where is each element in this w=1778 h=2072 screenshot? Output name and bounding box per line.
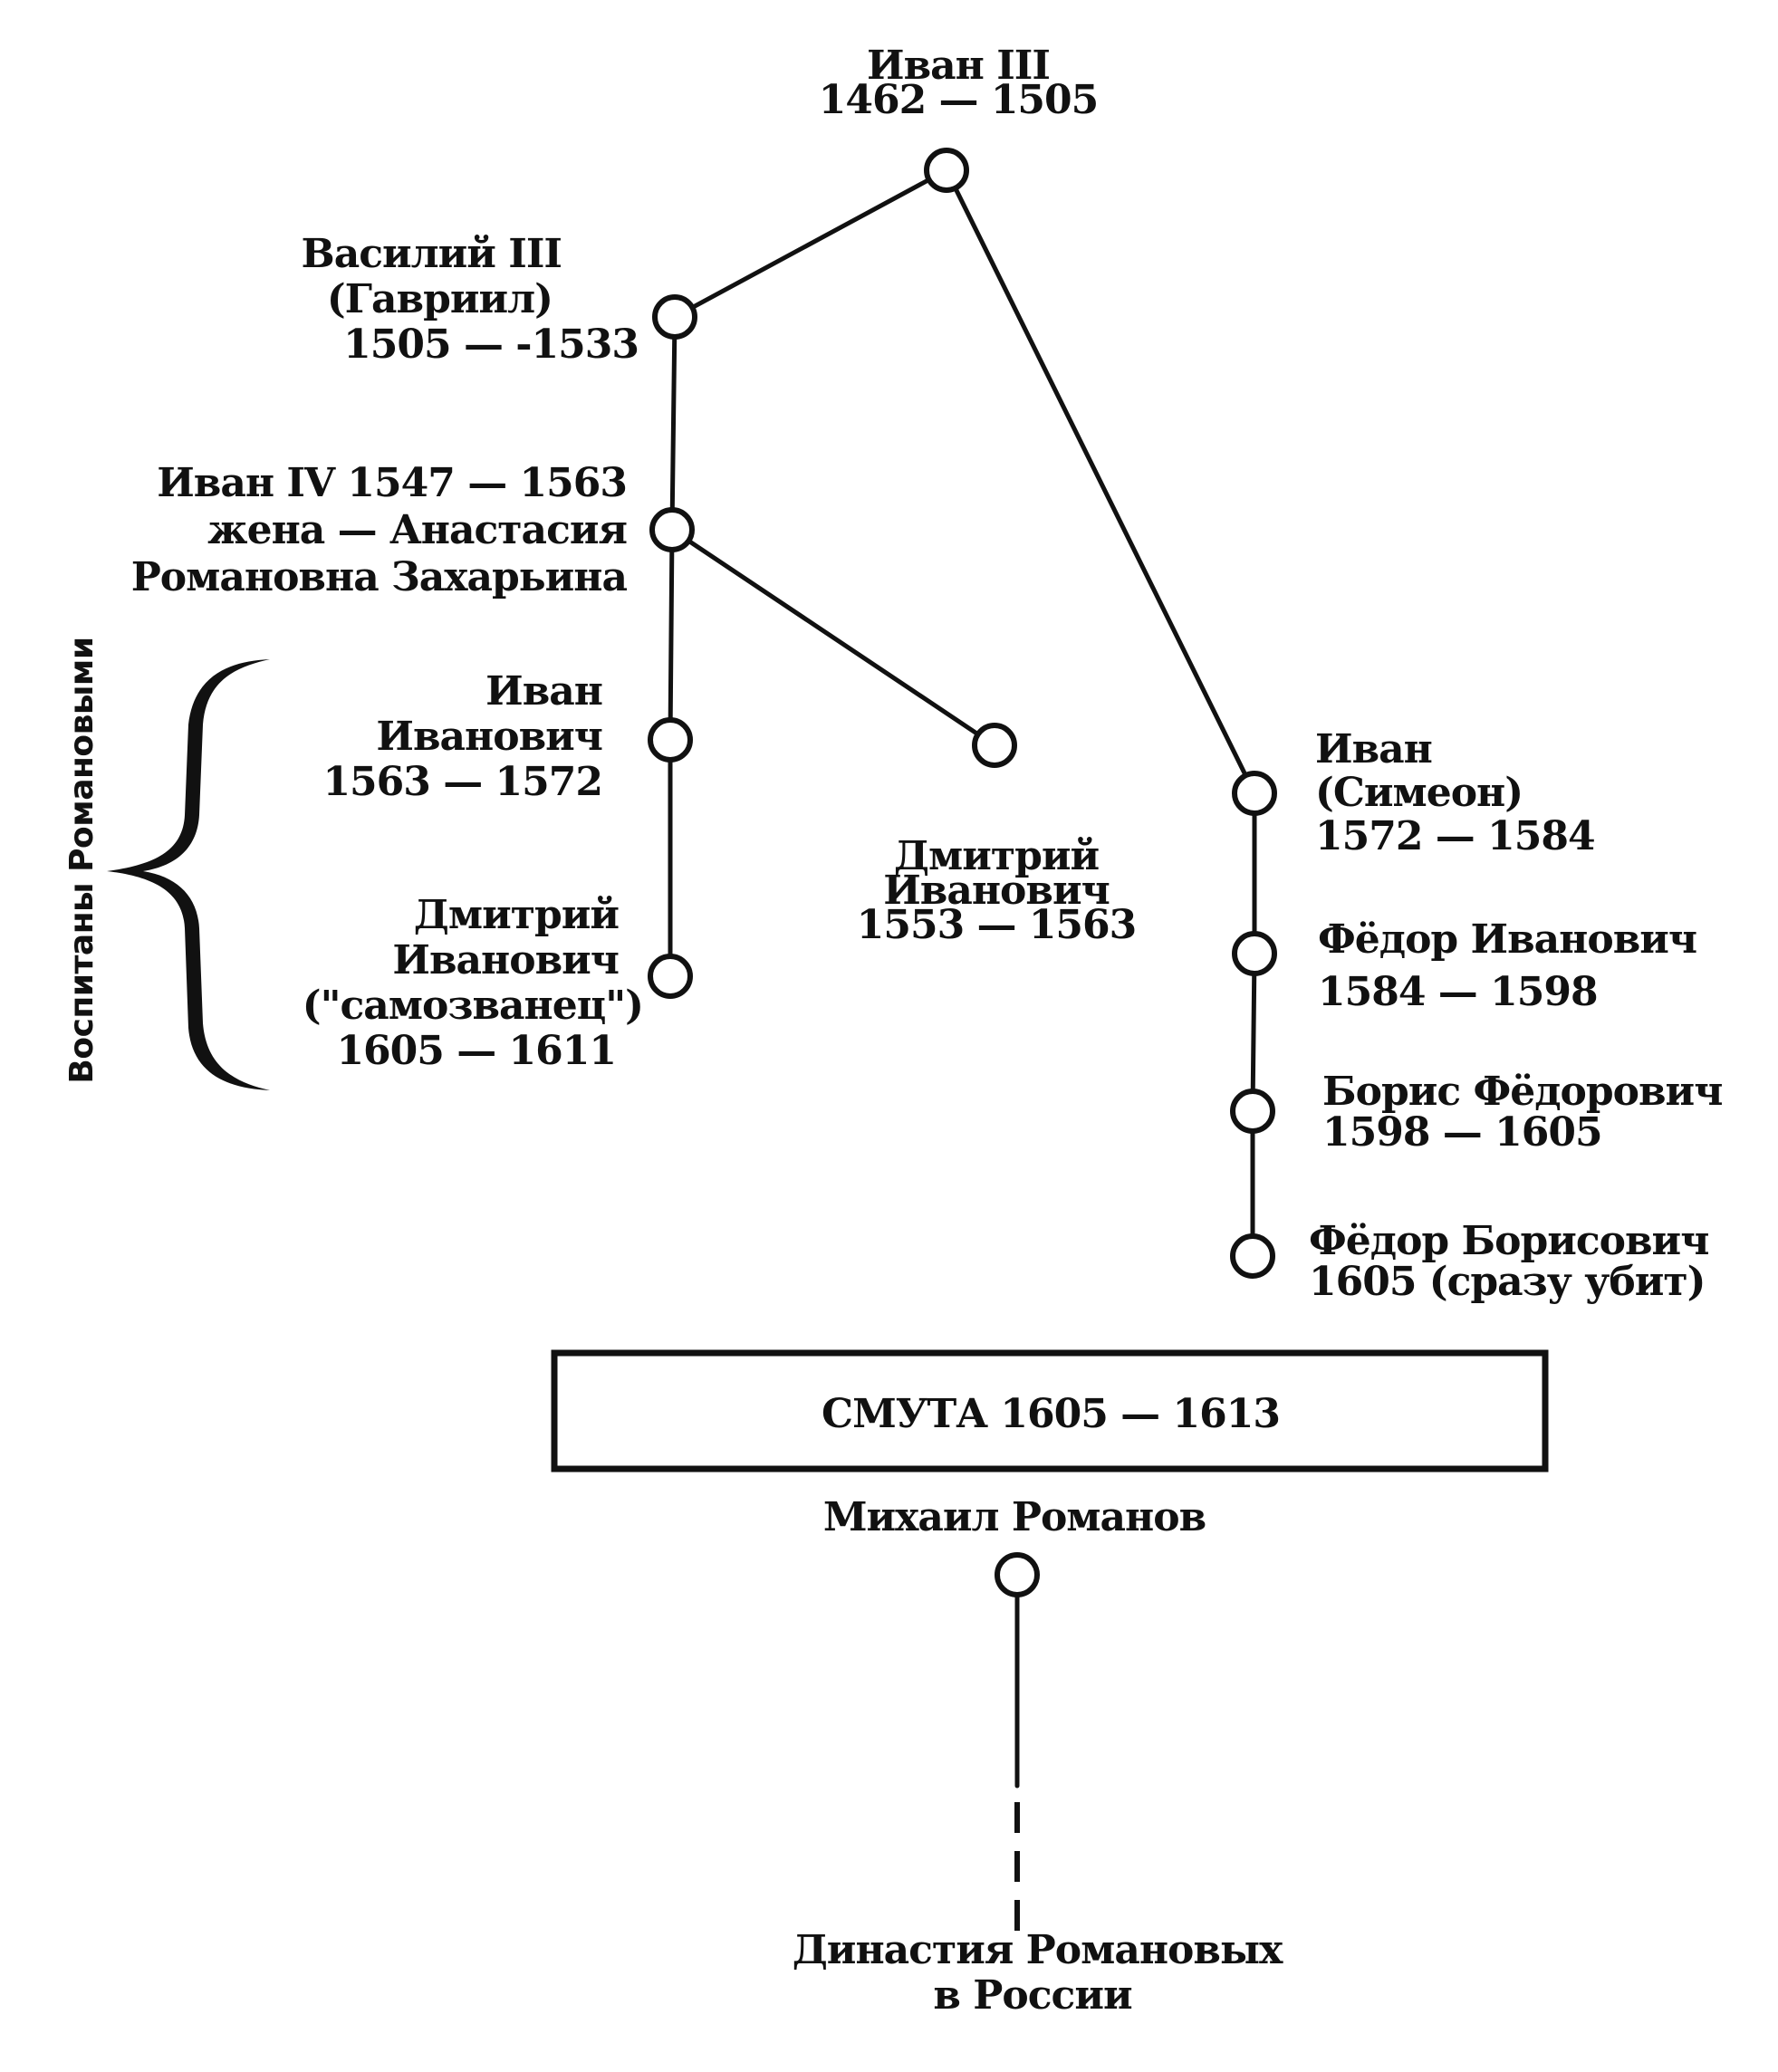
label-mikhail-line-1: Михаил Романов	[823, 1494, 1206, 1540]
smuta-box	[551, 1349, 1549, 1472]
label-ivan_ivanovich-line-3: 1563 — 1572	[322, 759, 602, 805]
node-fyodor_ivanovich	[1232, 931, 1277, 976]
edge-ivan4-ivan_ivanovich	[668, 547, 675, 723]
label-dmitry_ivanovich-line-3: 1553 — 1563	[857, 902, 1137, 948]
edges	[668, 177, 1257, 1239]
label-ivan_simeon-line-2: (Симеон)	[1315, 770, 1523, 816]
node-ivan_ivanovich	[648, 717, 693, 763]
label-ivan3-line-1: Иван III	[867, 43, 1050, 89]
node-mikhail	[995, 1552, 1040, 1597]
edge-vasily3-ivan4	[669, 334, 678, 513]
label-boris-line-2: 1598 — 1605	[1322, 1109, 1602, 1156]
label-ivan_ivanovich-line-1: Иван	[485, 668, 602, 715]
label-ivan_simeon-line-1: Иван	[1315, 726, 1432, 772]
label-fyodor_ivanovich-line-2: 1584 — 1598	[1318, 969, 1598, 1015]
label-dmitry_samozvanets-line-2: Иванович	[392, 937, 619, 983]
edge-ivan3-ivan_simeon	[953, 186, 1248, 778]
label-fyodor_borisovich-line-2: 1605 (сразу убит)	[1309, 1259, 1705, 1305]
edge-ivan3-vasily3	[689, 177, 932, 311]
node-ivan4	[649, 507, 695, 552]
label-dmitry_samozvanets-line-1: Дмитрий	[414, 892, 620, 938]
label-dmitry_samozvanets-line-3: ("самозванец")	[303, 983, 643, 1029]
node-ivan3	[924, 148, 969, 193]
label-ivan4-line-3: Романовна Захарьина	[131, 554, 628, 600]
label-ivan_simeon-line-3: 1572 — 1584	[1315, 813, 1595, 859]
bracket-label: Воспитаны Романовыми	[63, 637, 101, 1083]
node-boris	[1230, 1089, 1275, 1134]
label-boris-line-1: Борис Фёдорович	[1322, 1069, 1722, 1115]
node-ivan_simeon	[1232, 771, 1277, 816]
label-ivan_ivanovich-line-2: Иванович	[376, 714, 602, 760]
smuta-label: СМУТА 1605 — 1613	[822, 1391, 1280, 1437]
edge-ivan4-dmitry_ivanovich	[686, 538, 981, 737]
node-fyodor_borisovich	[1230, 1233, 1275, 1279]
footer-line-1: Династия Романовых	[793, 1927, 1283, 1973]
brace-icon	[107, 659, 270, 1090]
node-dmitry_ivanovich	[972, 723, 1017, 768]
label-ivan3-line-2: 1462 — 1505	[819, 77, 1099, 123]
node-vasily3	[652, 294, 697, 340]
label-fyodor_borisovich-line-1: Фёдор Борисович	[1309, 1218, 1708, 1264]
label-vasily3-line-1: Василий III	[302, 231, 562, 277]
label-dmitry_ivanovich-line-1: Дмитрий	[894, 833, 1100, 879]
label-dmitry_ivanovich-line-2: Иванович	[883, 868, 1110, 914]
label-vasily3-line-3: 1505 — -1533	[343, 321, 639, 368]
edge-fyodor_ivanovich-boris	[1250, 971, 1257, 1094]
nodes	[648, 148, 1277, 1597]
label-dmitry_samozvanets-line-4: 1605 — 1611	[336, 1028, 616, 1074]
label-ivan4-line-1: Иван IV 1547 — 1563	[157, 460, 627, 506]
label-vasily3-line-2: (Гавриил)	[327, 276, 553, 322]
label-fyodor_ivanovich-line-1: Фёдор Иванович	[1318, 916, 1696, 963]
label-ivan4-line-2: жена — Анастасия	[207, 507, 627, 553]
footer-line-2: в России	[933, 1972, 1132, 2019]
node-dmitry_samozvanets	[648, 954, 693, 999]
